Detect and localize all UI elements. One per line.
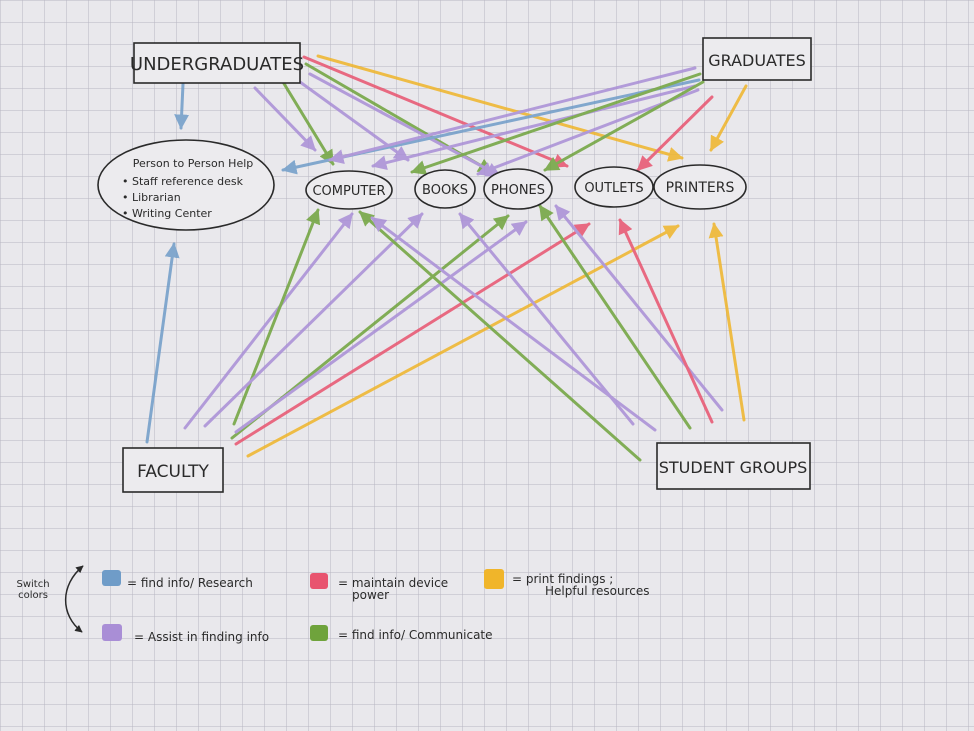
undergraduates-label: UNDERGRADUATES bbox=[130, 54, 304, 75]
arrow-faculty-to-books-purple bbox=[203, 212, 424, 428]
arrow-grad-to-outlets bbox=[636, 95, 714, 172]
legend-swatch-blue bbox=[102, 570, 121, 586]
arrow-students-to-books-purple-2 bbox=[370, 216, 657, 432]
node-person-to-person-help: Person to Person Help • Staff reference … bbox=[97, 139, 275, 231]
node-graduates: GRADUATES bbox=[702, 37, 812, 81]
legend-swatch-orange bbox=[484, 569, 504, 589]
node-student-groups: STUDENT GROUPS bbox=[656, 442, 811, 490]
student-groups-label: STUDENT GROUPS bbox=[659, 458, 808, 477]
help-bullet-2: • bbox=[122, 191, 129, 204]
legend-blue-text: = find info/ Research bbox=[127, 576, 253, 590]
arrow-faculty-to-outlets bbox=[234, 222, 591, 446]
faculty-label: FACULTY bbox=[137, 462, 209, 482]
legend-swatch-purple bbox=[102, 624, 122, 641]
legend-red-text-1: = maintain device bbox=[338, 576, 448, 590]
legend-switch-line-1: Switch bbox=[16, 579, 49, 590]
node-printers: PRINTERS bbox=[653, 164, 747, 210]
arrow-undergrad-to-computer-purple bbox=[253, 86, 317, 152]
arrow-students-to-phones-purple bbox=[554, 204, 724, 412]
help-item-2: Librarian bbox=[132, 191, 181, 204]
arrow-grad-to-printers bbox=[709, 84, 748, 152]
node-faculty: FACULTY bbox=[122, 447, 224, 493]
arrow-students-to-computer-green bbox=[358, 210, 642, 462]
legend-orange-text-2: Helpful resources bbox=[545, 584, 650, 598]
arrow-grad-to-phones-green bbox=[543, 80, 705, 172]
arrow-students-to-outlets bbox=[618, 218, 714, 424]
computer-label: COMPUTER bbox=[312, 184, 385, 199]
arrow-students-to-books-purple bbox=[458, 212, 635, 426]
arrow-undergrad-to-printers bbox=[316, 54, 684, 162]
arrow-faculty-to-computer-green bbox=[232, 208, 321, 426]
node-outlets: OUTLETS bbox=[574, 166, 654, 208]
relationship-arrows bbox=[145, 54, 748, 462]
arrow-grad-to-books-purple bbox=[371, 84, 697, 171]
arrow-faculty-to-computer-purple bbox=[183, 212, 354, 430]
arrow-students-to-printers bbox=[708, 222, 746, 422]
node-computer: COMPUTER bbox=[305, 170, 393, 210]
help-item-1: Staff reference desk bbox=[132, 175, 244, 188]
arrow-students-to-phones-green bbox=[538, 204, 692, 430]
arrow-undergrad-to-help bbox=[174, 82, 190, 130]
node-books: BOOKS bbox=[414, 169, 476, 209]
help-bullet-1: • bbox=[122, 175, 129, 188]
printers-label: PRINTERS bbox=[666, 180, 735, 196]
legend-swatch-green bbox=[310, 625, 328, 641]
phones-label: PHONES bbox=[491, 183, 545, 198]
help-bullet-3: • bbox=[122, 207, 129, 220]
legend-purple-text: = Assist in finding info bbox=[134, 630, 269, 644]
arrow-undergrad-to-phones-purple bbox=[308, 72, 502, 178]
help-item-3: Writing Center bbox=[132, 207, 212, 220]
arrow-grad-to-books-green bbox=[410, 72, 702, 175]
arrow-undergrad-to-computer bbox=[281, 80, 335, 166]
switch-colors-arrow-icon bbox=[64, 565, 84, 633]
legend-green-text: = find info/ Communicate bbox=[338, 628, 493, 642]
node-phones: PHONES bbox=[483, 168, 553, 210]
legend-orange-text-1: = print findings ; bbox=[512, 572, 613, 586]
help-title: Person to Person Help bbox=[133, 157, 254, 170]
node-undergraduates: UNDERGRADUATES bbox=[130, 42, 304, 84]
legend-red-text-2: power bbox=[352, 588, 389, 602]
legend-switch-line-2: colors bbox=[18, 590, 48, 601]
books-label: BOOKS bbox=[422, 183, 468, 198]
arrow-undergrad-to-outlets bbox=[302, 55, 569, 168]
arrow-grad-to-computer-purple bbox=[328, 66, 697, 164]
arrow-faculty-to-help bbox=[145, 242, 180, 444]
graduates-label: GRADUATES bbox=[708, 51, 806, 70]
legend: Switch colors = find info/ Research = As… bbox=[16, 565, 650, 644]
legend-swatch-red bbox=[310, 573, 328, 589]
arrow-faculty-to-printers bbox=[246, 224, 680, 458]
arrow-faculty-to-phones-purple bbox=[234, 220, 528, 434]
outlets-label: OUTLETS bbox=[584, 181, 643, 196]
